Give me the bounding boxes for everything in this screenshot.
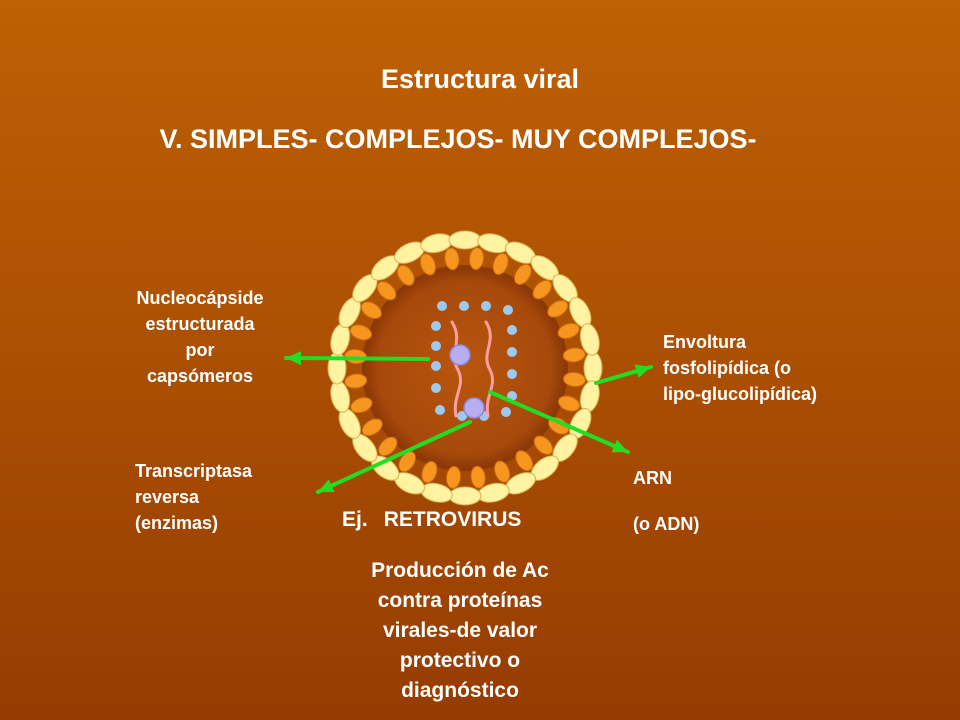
- label-line: (enzimas): [135, 513, 219, 533]
- lipid-head-inner: [557, 395, 581, 412]
- capsomere-dot: [501, 407, 511, 417]
- capsomere-dots: [431, 301, 517, 421]
- example-name: RETROVIRUS: [383, 508, 522, 531]
- lipid-head-inner: [514, 263, 532, 285]
- enzyme-lower: [463, 397, 485, 419]
- label-line: Transcriptasa: [135, 461, 253, 481]
- capsomere-dot: [457, 411, 467, 421]
- lipid-head-inner: [398, 451, 416, 473]
- slide-subtitle: V. SIMPLES- COMPLEJOS- MUY COMPLEJOS-: [159, 124, 757, 154]
- lipid-head-inner: [421, 460, 438, 484]
- capsomere-dot: [431, 341, 441, 351]
- pointer-arrow: [488, 390, 630, 454]
- lipid-head-inner: [349, 324, 373, 341]
- example-prefix: Ej.: [342, 508, 368, 531]
- lipid-head-inner: [445, 465, 462, 489]
- lipid-head-inner: [419, 253, 436, 276]
- label-line: lipo-glucolipídica): [663, 384, 817, 404]
- enzyme-upper: [449, 344, 471, 366]
- slide-title: Estructura viral: [380, 64, 580, 94]
- label-line: Envoltura: [663, 332, 747, 352]
- example-line: Ej. RETROVIRUS: [342, 508, 602, 532]
- production-line: Producción de Ac: [371, 559, 549, 582]
- label-transcriptasa: Transcriptasa reversa (enzimas): [135, 458, 305, 536]
- rna-strand-right: [484, 320, 494, 418]
- lipid-head-inner: [344, 373, 368, 389]
- label-envoltura: Envoltura fosfolipídica (o lipo-glucolip…: [663, 329, 923, 407]
- capsomere-dot: [481, 301, 491, 311]
- production-line: diagnóstico: [401, 679, 519, 702]
- lipid-head-inner: [533, 435, 554, 455]
- capsomere-dot: [507, 369, 517, 379]
- label-line: reversa: [135, 487, 200, 507]
- capsomere-dot: [507, 325, 517, 335]
- lipid-head-inner: [360, 301, 382, 319]
- capsomere-dot: [507, 347, 517, 357]
- lipid-head-inner: [376, 281, 397, 301]
- label-line: por: [185, 340, 215, 360]
- lipid-head-inner: [396, 264, 415, 286]
- lipid-head-inner: [444, 247, 460, 271]
- lipid-head-inner: [378, 436, 398, 457]
- lipid-head-inner: [492, 252, 509, 276]
- lipid-head-inner: [562, 347, 586, 363]
- lipid-head-inner: [468, 247, 485, 271]
- lipid-head-inner: [557, 322, 580, 339]
- pointer-arrow: [594, 364, 653, 385]
- lipid-head-inner: [494, 460, 511, 483]
- capsomere-dot: [431, 361, 441, 371]
- production-line: virales-de valor: [382, 619, 538, 642]
- capsomere-dot: [437, 301, 447, 311]
- production-line: protectivo o: [399, 649, 521, 672]
- capsomere-dot: [431, 383, 441, 393]
- capsomere-dot: [503, 305, 513, 315]
- production-line: contra proteínas: [377, 589, 543, 612]
- production-text: Producción de Ac contra proteínas virale…: [310, 556, 610, 706]
- pointer-arrow: [284, 351, 430, 366]
- capsomere-dot: [431, 321, 441, 331]
- viral-core: [362, 265, 568, 471]
- label-line: estructurada: [145, 314, 255, 334]
- lipid-head-outer: [448, 230, 482, 250]
- pointer-arrow: [316, 420, 472, 494]
- label-line: ARN: [633, 468, 672, 488]
- label-nucleocapside: Nucleocápside estructurada por capsómero…: [100, 285, 300, 389]
- lipid-head-inner: [350, 397, 373, 414]
- lipid-head-outer: [579, 323, 600, 356]
- lipid-head-inner: [515, 450, 534, 472]
- label-arn: ARN (o ADN): [633, 455, 753, 547]
- lipid-head-inner: [470, 465, 486, 489]
- lipid-head-outer: [583, 351, 603, 385]
- lipid-envelope-outer-layer: [327, 230, 603, 506]
- pointer-arrows: [284, 351, 653, 494]
- capsomere-dot: [459, 301, 469, 311]
- lipid-envelope-inner-layer: [344, 247, 586, 489]
- lipid-head-inner: [547, 299, 569, 318]
- rna-strand-left: [450, 320, 462, 418]
- lipid-head-inner: [361, 418, 383, 437]
- capsomere-dot: [435, 405, 445, 415]
- lipid-head-inner: [562, 371, 586, 388]
- lipid-head-outer: [448, 486, 482, 506]
- label-line: (o ADN): [633, 514, 700, 534]
- lipid-head-inner: [532, 279, 552, 300]
- label-line: Nucleocápside: [136, 288, 264, 308]
- label-line: capsómeros: [146, 366, 254, 386]
- label-line: fosfolipídica (o: [663, 358, 791, 378]
